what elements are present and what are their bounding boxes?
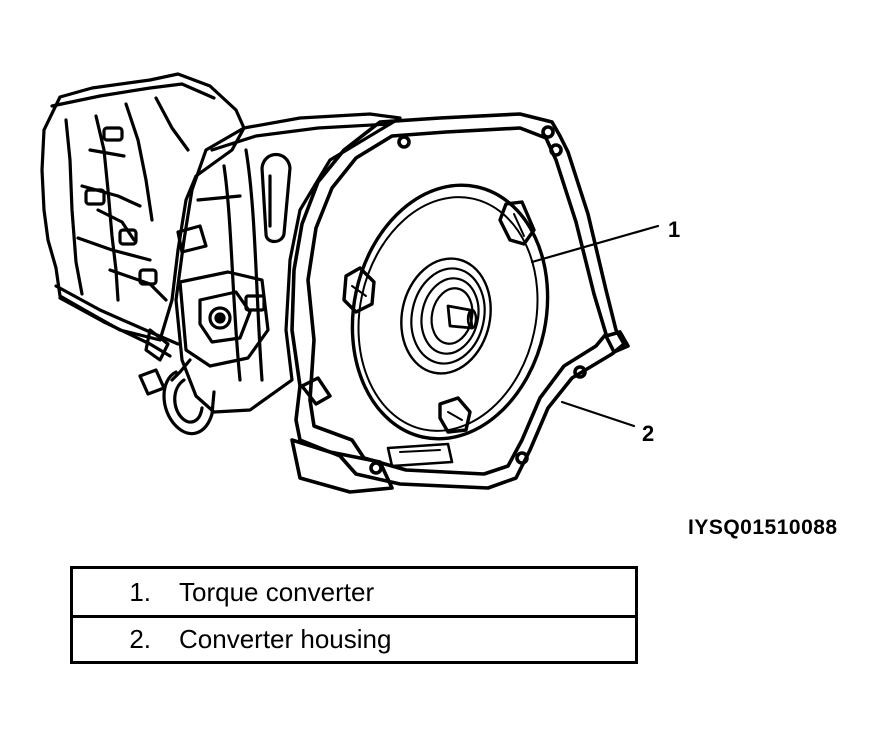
legend-label: Converter housing	[179, 624, 392, 654]
callout-1: 1	[668, 217, 681, 242]
legend-number: 1.	[129, 576, 151, 607]
transmission-body	[174, 112, 402, 414]
converter-housing	[290, 112, 630, 494]
legend-row: 1. Torque converter	[73, 569, 635, 615]
transmission-case	[40, 72, 246, 358]
legend-table: 1. Torque converter 2. Converter housing	[70, 566, 638, 664]
legend-row: 2. Converter housing	[73, 615, 635, 661]
shift-bracket	[138, 270, 270, 436]
torque-converter	[300, 183, 550, 441]
legend-number: 2.	[129, 624, 151, 654]
figure-code: IYSQ01510088	[688, 516, 838, 539]
callout-2: 2	[642, 421, 655, 446]
leader-line-1	[530, 224, 660, 264]
leader-line-2	[560, 400, 636, 428]
legend-label: Torque converter	[179, 576, 375, 607]
